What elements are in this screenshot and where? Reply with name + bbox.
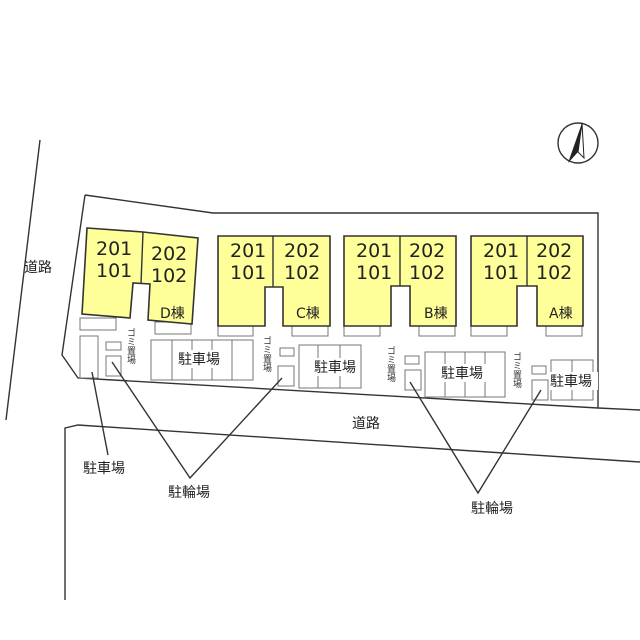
bicycle-callout: 駐輪場: [168, 484, 210, 501]
svg-text:ゴミ置場: ゴミ置場: [511, 351, 522, 389]
svg-text:ゴミ置場: ゴミ置場: [125, 327, 136, 365]
parking-lot-c: 駐車場: [298, 344, 362, 389]
road-edge-right: [597, 407, 640, 411]
svg-text:ゴミ置場: ゴミ置場: [385, 345, 396, 383]
svg-text:102: 102: [151, 265, 187, 287]
svg-text:202: 202: [536, 240, 572, 262]
road-bottom-edge: [64, 424, 640, 600]
svg-text:B棟: B棟: [424, 306, 448, 322]
parking-callout: 駐車場: [83, 460, 125, 477]
road-left-edge: [5, 139, 41, 421]
bicycle-callout: 駐輪場: [471, 500, 513, 517]
property-boundary-left-bottom: [61, 194, 599, 409]
svg-text:102: 102: [409, 262, 445, 284]
svg-text:C棟: C棟: [296, 306, 320, 322]
svg-text:202: 202: [284, 240, 320, 262]
svg-text:101: 101: [356, 262, 392, 284]
svg-text:102: 102: [284, 262, 320, 284]
building-b: 201 101 202 102 B棟: [343, 235, 457, 337]
svg-text:D棟: D棟: [160, 306, 185, 322]
callout-line: [409, 381, 542, 495]
svg-text:201: 201: [230, 240, 266, 262]
svg-text:A棟: A棟: [549, 306, 573, 322]
svg-text:101: 101: [96, 260, 132, 282]
parking-lot-b: 駐車場: [424, 351, 506, 398]
svg-text:駐車場: 駐車場: [178, 351, 220, 368]
svg-text:102: 102: [536, 262, 572, 284]
north-arrow-icon: [557, 122, 599, 164]
svg-text:駐車場: 駐車場: [314, 359, 356, 376]
garbage-area-a: ゴミ置場: [511, 351, 549, 401]
parking-stall-left: [79, 335, 99, 379]
building-d: 201 101 202 102 D棟: [79, 227, 199, 335]
parking-lot-a: 駐車場: [550, 359, 598, 401]
building-c: 201 101 202 102 C棟: [217, 235, 331, 337]
svg-text:202: 202: [151, 243, 187, 265]
svg-text:駐車場: 駐車場: [550, 373, 592, 390]
svg-text:101: 101: [483, 262, 519, 284]
svg-text:201: 201: [96, 238, 132, 260]
svg-text:101: 101: [230, 262, 266, 284]
svg-text:ゴミ置場: ゴミ置場: [261, 335, 272, 373]
svg-text:202: 202: [409, 240, 445, 262]
building-a: 201 101 202 102 A棟: [470, 235, 584, 337]
road-label-bottom: 道路: [352, 416, 380, 432]
road-label-left: 道路: [24, 260, 52, 276]
svg-text:201: 201: [356, 240, 392, 262]
parking-lot-d: 駐車場: [150, 339, 254, 381]
svg-text:駐車場: 駐車場: [441, 365, 483, 382]
property-boundary-top: [84, 194, 599, 408]
garbage-area-c: ゴミ置場: [261, 335, 295, 387]
svg-text:201: 201: [483, 240, 519, 262]
garbage-area-b: ゴミ置場: [385, 345, 422, 391]
callout-line: [111, 361, 283, 480]
callout-line: [91, 371, 109, 456]
garbage-area-d: ゴミ置場: [105, 327, 136, 377]
